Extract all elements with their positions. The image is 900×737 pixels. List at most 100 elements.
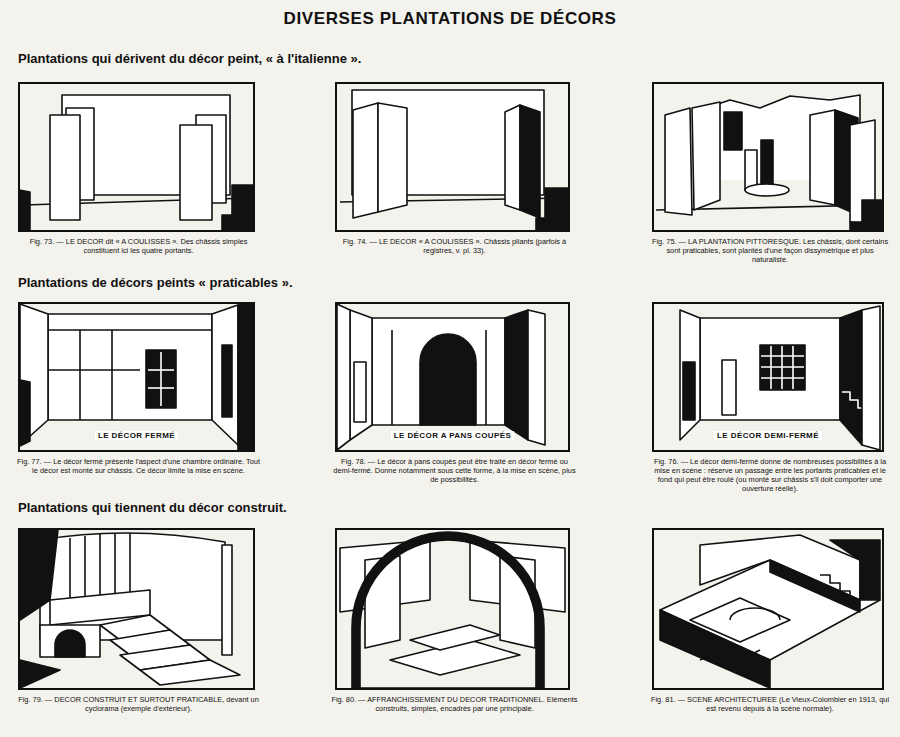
figure-panel: LE DÉCOR DEMI-FERMÉFig. 76. — Le décor d…: [652, 302, 884, 452]
drawing-stroke: [55, 630, 85, 657]
drawing-stroke: [20, 660, 60, 688]
figure-caption: Fig. 76. — Le décor demi-fermé donne de …: [648, 457, 892, 493]
drawing-stroke: [160, 352, 162, 406]
drawing-stroke: [20, 380, 30, 446]
scene-architecturee-drawing: [660, 535, 880, 688]
drawing-stroke: [536, 188, 569, 231]
panel-label-row: LE DÉCOR A PANS COUPÉS: [337, 424, 568, 442]
drawing-stroke: [665, 108, 692, 215]
coulisses-simple-drawing: [19, 95, 254, 231]
drawing-stroke: [745, 184, 789, 196]
drawing-stroke: [372, 318, 505, 425]
drawing-stroke: [378, 103, 407, 212]
drawing-stroke: [84, 536, 86, 600]
drawing-stroke: [761, 377, 804, 379]
figure-panel: Fig. 79. — DECOR CONSTRUIT ET SURTOUT PR…: [18, 528, 255, 690]
drawing-stroke: [692, 102, 720, 210]
drawing-stroke: [862, 306, 880, 450]
pittoresque-drawing: [656, 95, 883, 231]
drawing-stroke: [830, 540, 880, 600]
drawing-stroke: [353, 103, 378, 218]
figure-panel: Fig. 81. — SCENE ARCHITECTUREE (Le Vieux…: [652, 528, 884, 690]
drawing-stroke: [140, 660, 240, 685]
drawing-stroke: [180, 125, 212, 220]
drawing-stroke: [238, 303, 253, 451]
drawing-stroke: [222, 545, 232, 655]
figure-caption: Fig. 78. — Le décor à pans coupés peut ê…: [331, 457, 578, 484]
drawing-stroke: [69, 538, 71, 600]
figure-caption: Fig. 74. — LE DECOR « A COULISSES ». Châ…: [331, 237, 578, 255]
drawing-stroke: [745, 150, 757, 190]
drawing-stroke: [528, 310, 545, 445]
section-heading: Plantations de décors peints « praticabl…: [18, 275, 293, 290]
section-heading: Plantations qui dérivent du décor peint,…: [18, 51, 361, 66]
drawing-stroke: [683, 362, 695, 420]
drawing-stroke: [222, 185, 254, 231]
drawing-stroke: [48, 314, 212, 420]
drawing-stroke: [40, 533, 225, 640]
drawing-stroke: [148, 369, 174, 371]
panel-label: LE DÉCOR A PANS COUPÉS: [391, 431, 514, 440]
drawing-stroke: [660, 610, 770, 688]
drawing-stroke: [700, 318, 840, 420]
drawing-stroke: [40, 625, 100, 657]
panel-label: LE DÉCOR FERMÉ: [95, 431, 178, 440]
drawing-stroke: [212, 305, 238, 445]
figure-panel: Fig. 74. — LE DECOR « A COULISSES ». Châ…: [335, 82, 570, 232]
coulisses-pliants-drawing: [340, 90, 569, 231]
drawing-stroke: [730, 608, 780, 620]
drawing-stroke: [722, 360, 736, 415]
figure-caption: Fig. 77. — Le décor fermé présente l'asp…: [14, 457, 263, 475]
figure-panel: Fig. 80. — AFFRANCHISSEMENT DU DECOR TRA…: [335, 528, 570, 690]
drawing-stroke: [146, 350, 176, 408]
drawing-stroke: [760, 345, 805, 390]
drawing-stroke: [520, 105, 540, 218]
figure-caption: Fig. 80. — AFFRANCHISSEMENT DU DECOR TRA…: [331, 695, 578, 713]
drawing-stroke: [810, 110, 835, 205]
drawing-stroke: [724, 112, 742, 150]
drawing-stroke: [820, 575, 850, 599]
drawing-stroke: [79, 330, 81, 420]
drawing-stroke: [50, 115, 80, 220]
drawing-stroke: [350, 310, 372, 440]
figure-panel: LE DÉCOR A PANS COUPÉSFig. 78. — Le déco…: [335, 302, 570, 452]
drawing-stroke: [761, 140, 773, 185]
drawing-stroke: [505, 310, 528, 440]
drawing-stroke: [352, 532, 544, 688]
drawing-stroke: [19, 90, 883, 688]
panel-label: LE DÉCOR DEMI-FERMÉ: [714, 431, 822, 440]
drawing-stroke: [20, 304, 48, 445]
drawing-stroke: [114, 533, 116, 600]
section-heading: Plantations qui tiennent du décor constr…: [18, 500, 287, 515]
decor-construit-drawing: [20, 530, 240, 688]
drawing-stroke: [129, 533, 131, 600]
drawing-stroke: [761, 366, 804, 368]
drawing-stroke: [700, 650, 760, 660]
figure-panel: Fig. 75. — LA PLANTATION PITTORESQUE. Le…: [652, 82, 884, 232]
demi-ferme-drawing: [680, 306, 880, 450]
figure-caption: Fig. 75. — LA PLANTATION PITTORESQUE. Le…: [648, 237, 892, 264]
panel-label-row: LE DÉCOR FERMÉ: [20, 424, 253, 442]
page-title: DIVERSES PLANTATIONS DE DÉCORS: [0, 9, 900, 29]
pans-coupes-drawing: [337, 304, 545, 450]
drawing-stroke: [770, 560, 860, 612]
figure-caption: Fig. 79. — DECOR CONSTRUIT ET SURTOUT PR…: [14, 695, 263, 713]
affranchissement-drawing: [340, 532, 565, 688]
drawing-stroke: [485, 330, 487, 425]
panel-label-row: LE DÉCOR DEMI-FERMÉ: [654, 424, 882, 442]
drawing-stroke: [420, 334, 476, 425]
drawing-stroke: [222, 345, 232, 417]
drawing-stroke: [680, 310, 700, 440]
figure-caption: Fig. 73. — LE DECOR dit « A COULISSES ».…: [14, 237, 263, 255]
drawing-stroke: [850, 200, 883, 231]
drawing-stroke: [410, 625, 500, 650]
drawing-stroke: [19, 190, 30, 231]
drawing-stroke: [48, 329, 212, 331]
drawing-stroke: [840, 310, 862, 445]
drawing-stroke: [354, 362, 366, 422]
drawing-stroke: [48, 369, 140, 371]
drawing-stroke: [99, 534, 101, 600]
drawing-stroke: [111, 330, 113, 420]
